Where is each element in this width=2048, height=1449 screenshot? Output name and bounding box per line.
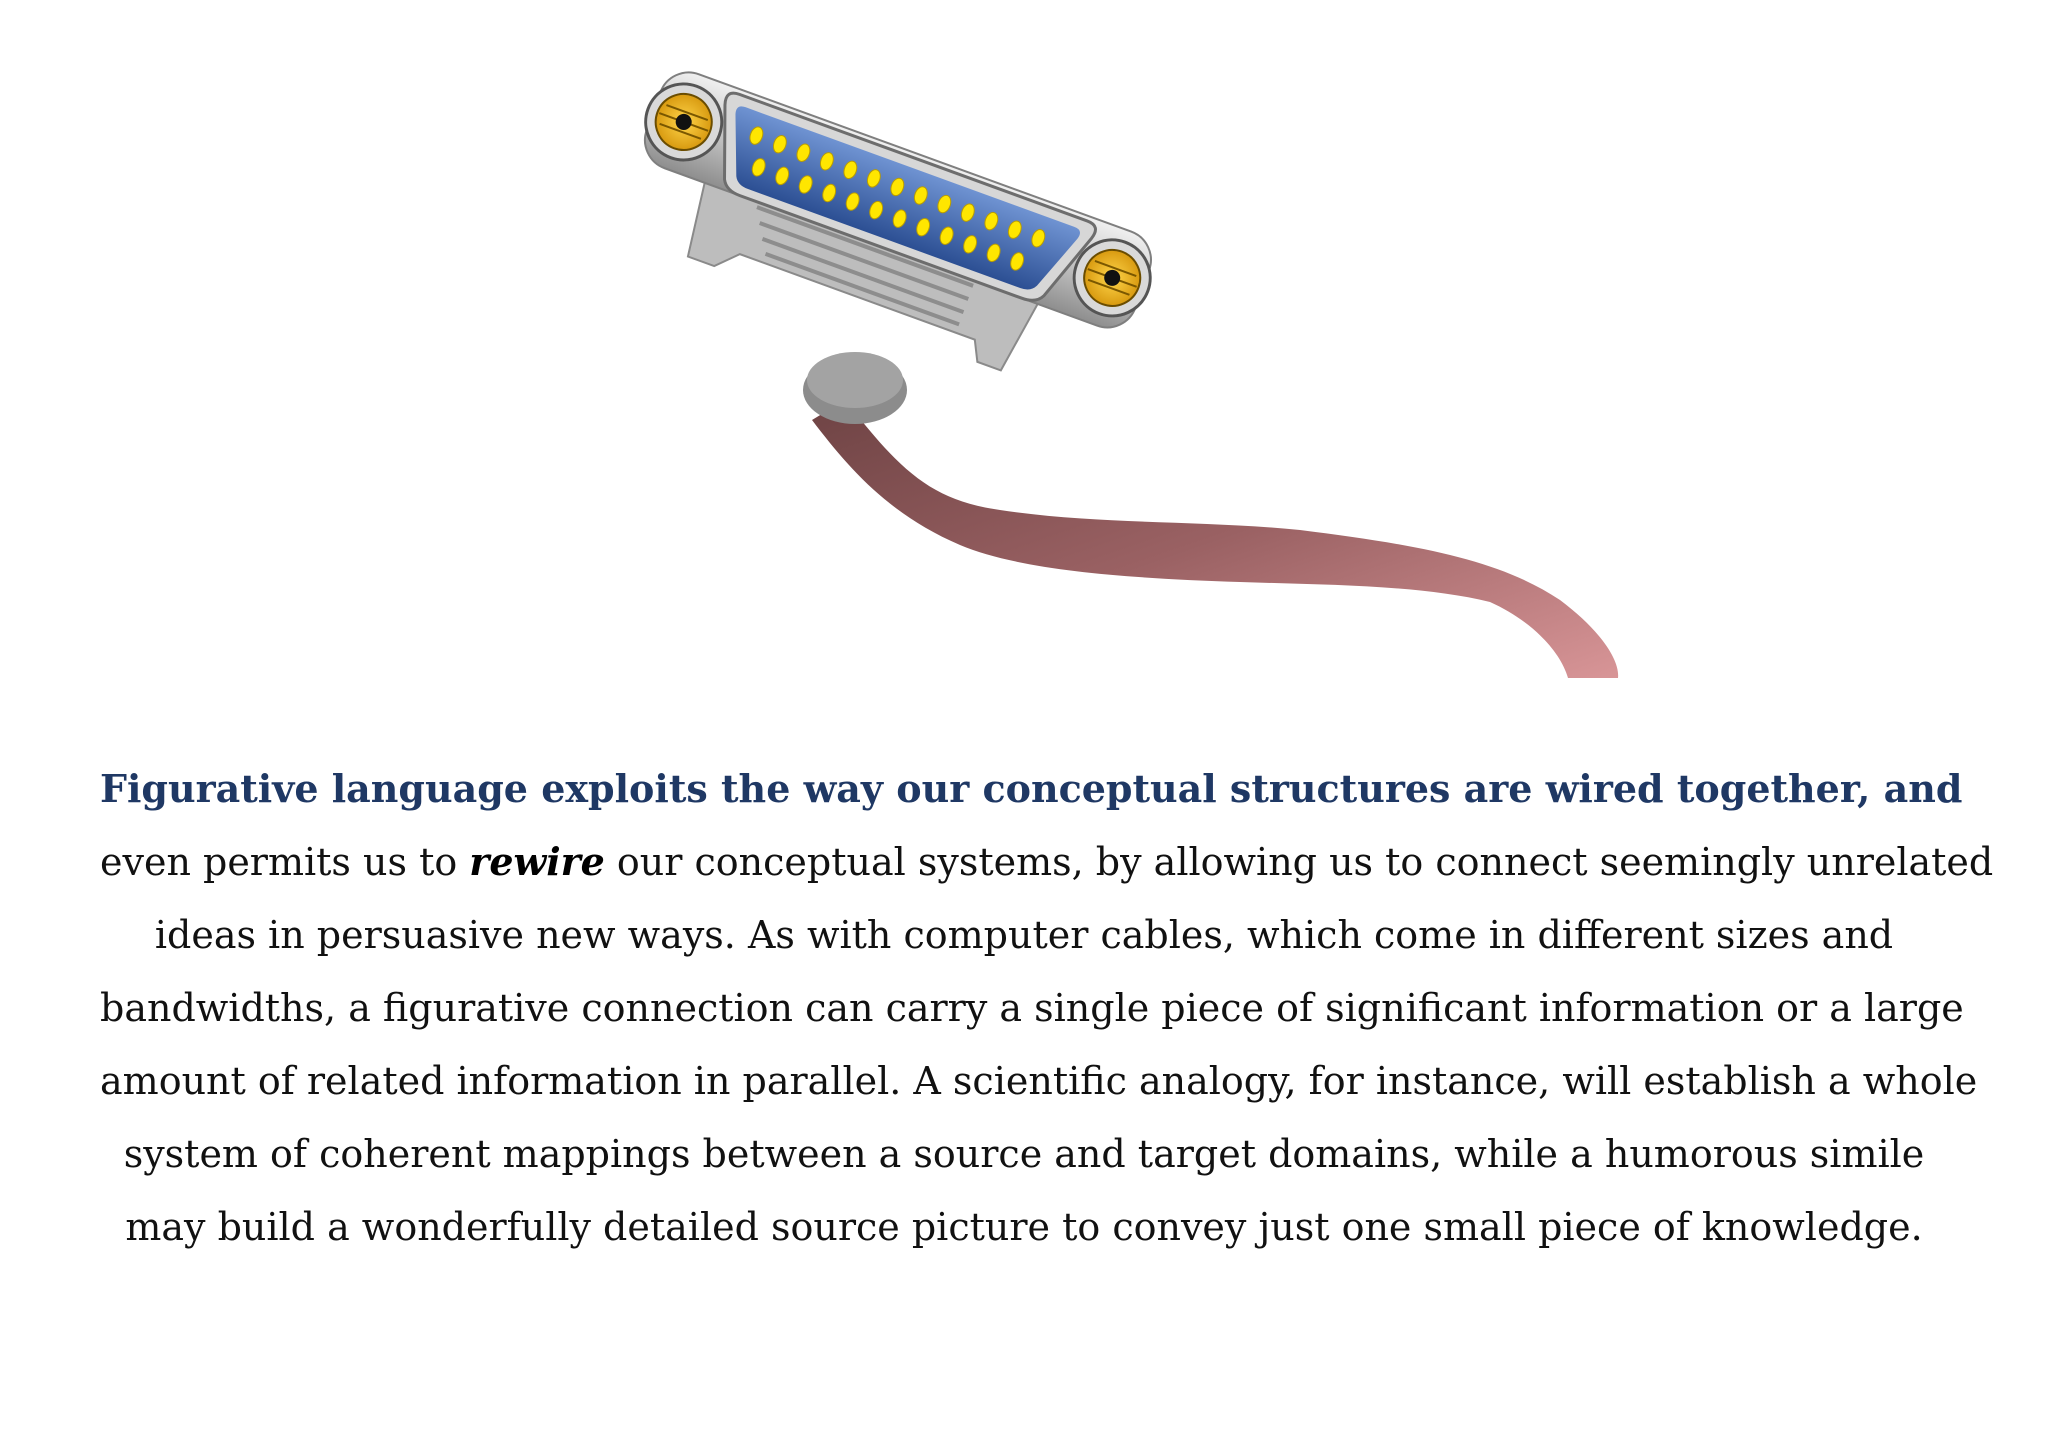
paragraph-line-3: ideas in persuasive new ways. As with co…	[154, 913, 1894, 957]
connector-pin-block	[735, 106, 1081, 290]
lead-sentence: Figurative language exploits the way our…	[100, 766, 1963, 811]
left-screw-icon	[644, 82, 724, 162]
connector-pins	[749, 126, 1046, 271]
paragraph-line-5: amount of related information in paralle…	[100, 1059, 1978, 1103]
emphasized-word: rewire	[469, 839, 605, 884]
paragraph-line-4: bandwidths, a figurative connection can …	[100, 986, 1964, 1030]
paragraph-line-2: even permits us to rewire our conceptual…	[100, 825, 1993, 899]
right-screw-icon	[1072, 238, 1152, 318]
paragraph-line-6: system of coherent mappings between a so…	[123, 1132, 1925, 1176]
cable	[812, 400, 1619, 678]
paragraph-line-7: may build a wonderfully detailed source …	[125, 1205, 1923, 1249]
serial-connector-cable-icon	[643, 71, 1619, 678]
line-2-end: our conceptual systems, by allowing us t…	[604, 840, 1994, 884]
line-2-start: even permits us to	[100, 840, 470, 884]
body-paragraph: Figurative language exploits the way our…	[100, 752, 1993, 1264]
